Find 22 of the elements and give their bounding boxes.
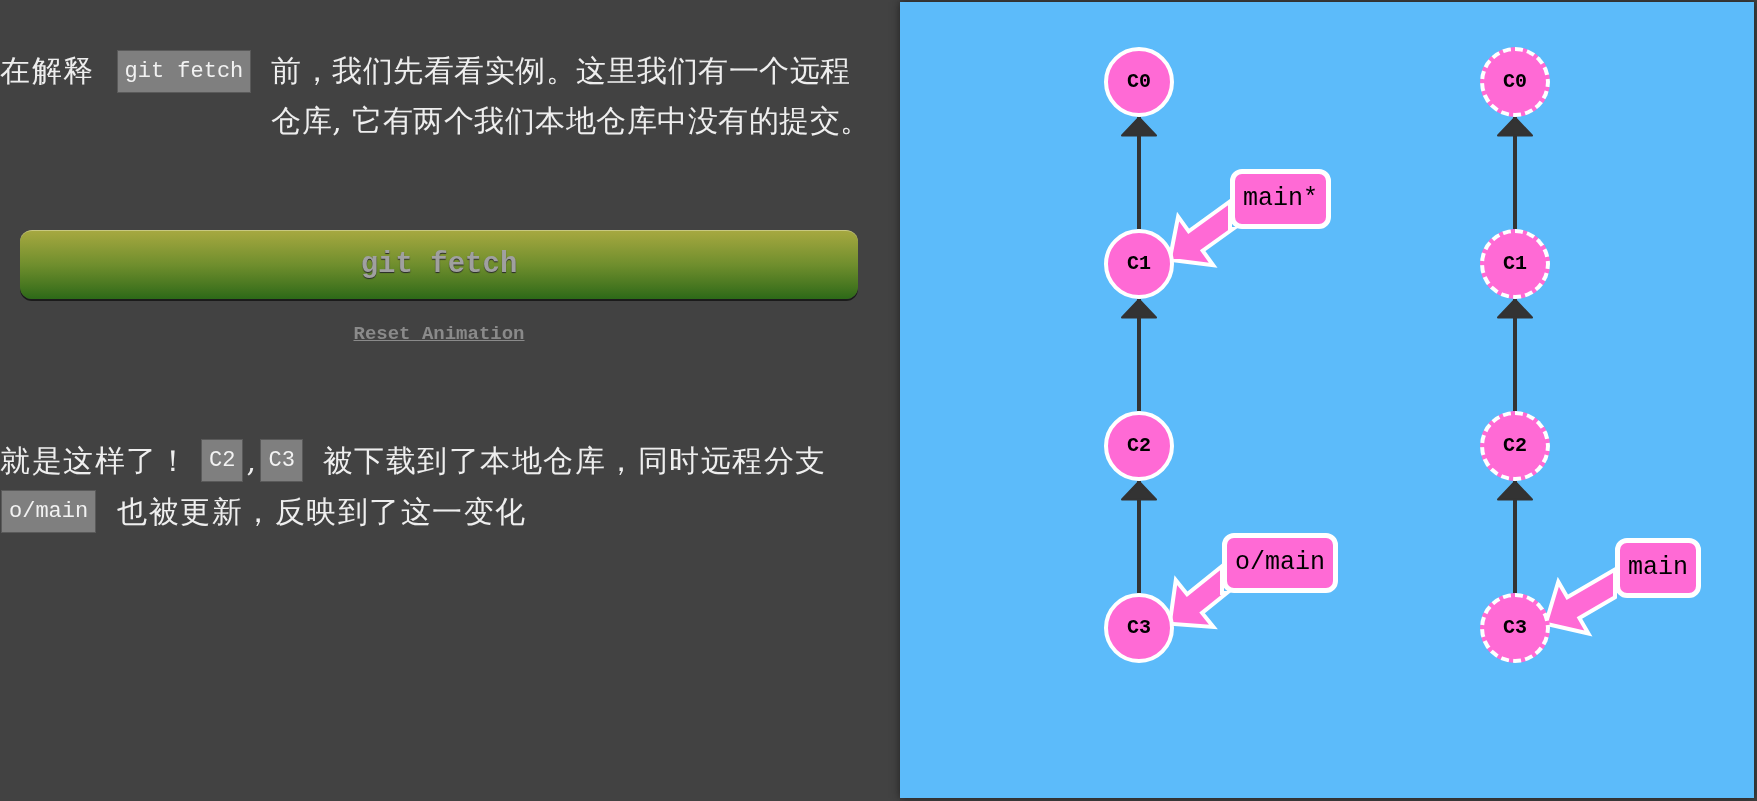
parent-arrow	[1121, 298, 1157, 411]
parent-arrow	[1121, 480, 1157, 593]
command-button: git fetch	[20, 230, 858, 299]
parent-arrow	[1497, 480, 1533, 593]
inline-code: C2	[201, 439, 244, 482]
instruction-text: 也被更新，反映到了这一变化	[117, 494, 527, 529]
branch-label: main	[1615, 538, 1701, 598]
reset-link: Reset Animation	[353, 323, 525, 345]
parent-arrow	[1497, 116, 1533, 229]
branch-pointer-arrow	[1167, 197, 1240, 268]
instruction-text: 被下载到了本地仓库，同时远程分支	[322, 443, 827, 478]
inline-code: o/main	[1, 490, 97, 533]
branch-label: main*	[1230, 169, 1331, 229]
punctuation-mark: ,	[246, 443, 258, 478]
inline-code: C3	[260, 439, 303, 482]
instruction-text: 前，我们先看看实例。这里我们有一个远程仓库, 它有两个我们本地仓库中没有的提交。	[271, 52, 872, 140]
instruction-text: 在解释	[0, 52, 95, 90]
parent-arrow	[1497, 298, 1533, 411]
instruction-text: 就是这样了！	[0, 443, 189, 478]
branch-label: o/main	[1222, 533, 1338, 593]
inline-code: git fetch	[116, 50, 252, 93]
parent-arrow	[1121, 116, 1157, 229]
